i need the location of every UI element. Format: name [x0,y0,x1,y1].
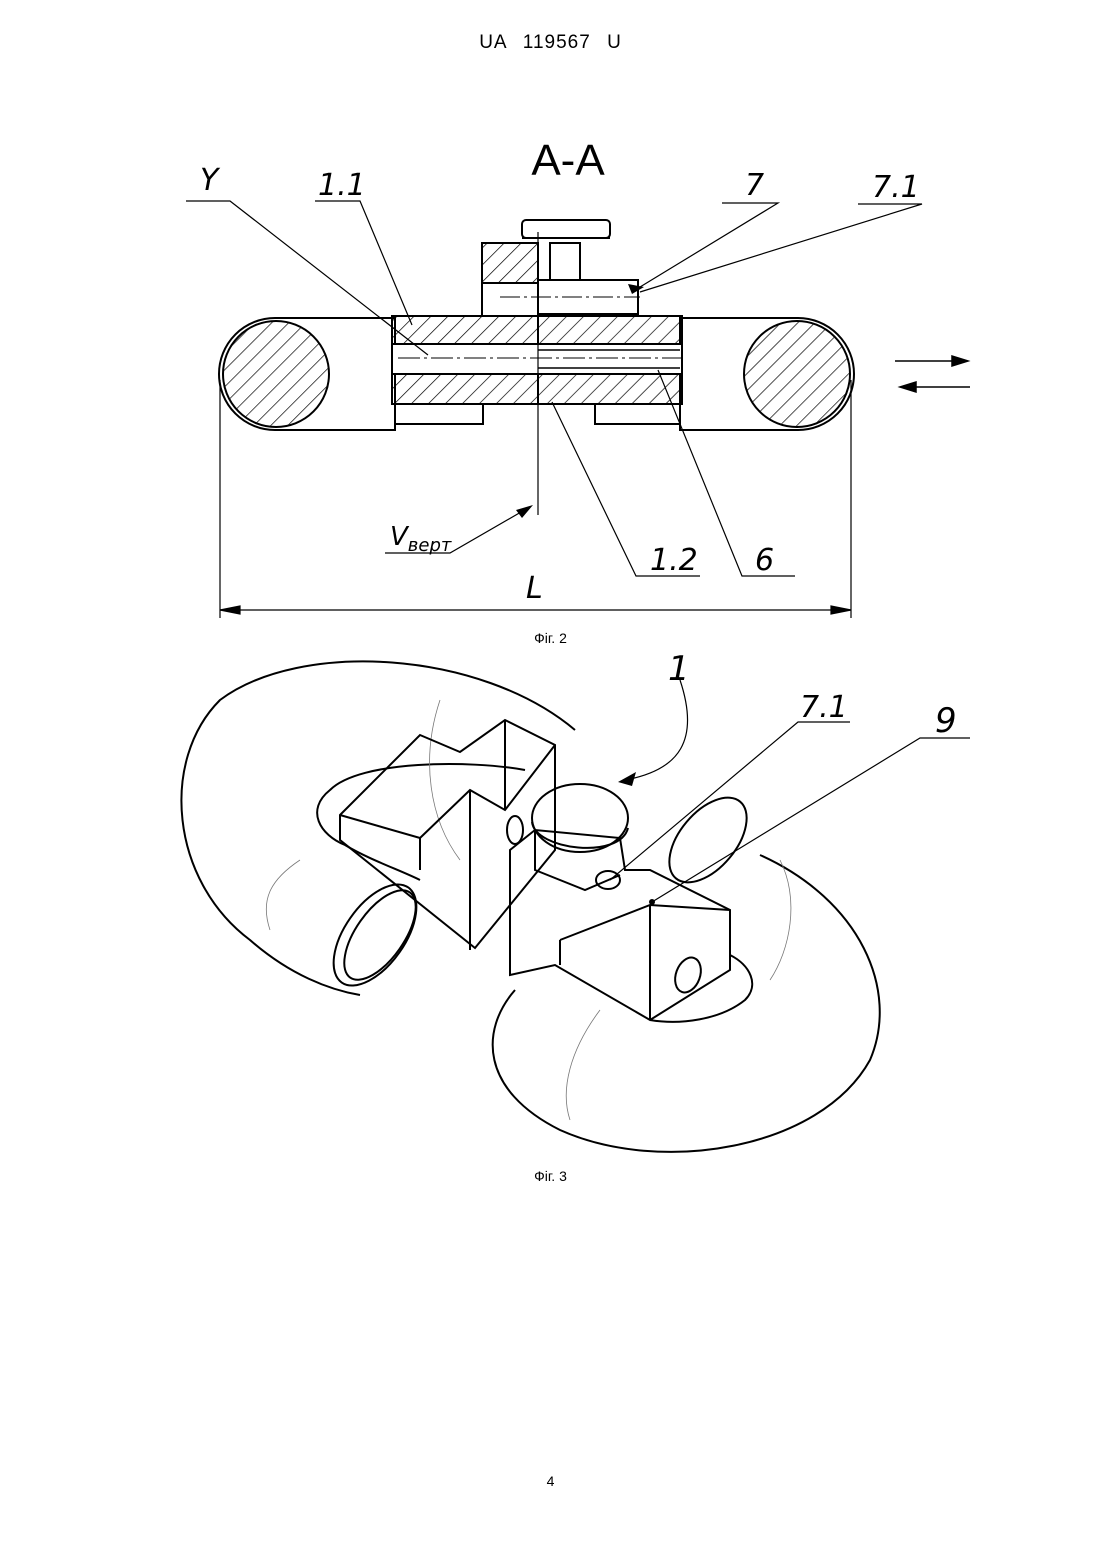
left-tube-end [317,870,433,999]
hole-left-block [507,816,523,844]
screw-shank [550,243,580,280]
body-foot-left [395,404,483,424]
label-1-1-fig2: 1.1 [318,168,366,203]
label-9: 9 [935,701,957,741]
patent-number-header: UA 119567 U [0,32,1101,54]
body-foot-right [595,404,680,424]
body-upper-left [392,316,538,344]
label-7: 7 [745,168,764,203]
body-lower-left [392,374,538,404]
screw-head [522,220,610,238]
body-upper-right [538,316,682,344]
section-title: A-A [531,136,605,185]
body-lower-right [538,374,682,404]
label-6: 6 [755,543,774,578]
right-ring-section [744,321,850,427]
clamp-block-lower [482,283,538,316]
left-ring-section [223,321,329,427]
left-tube-outer [181,661,575,995]
label-v-vert: Vверт [390,522,452,556]
knob-top [532,784,628,852]
label-7-1-fig2: 7.1 [872,170,920,205]
label-1: 1 [668,649,690,689]
fig3-leader-lines [610,680,970,902]
right-block [510,830,730,1020]
label-7-1-fig3: 7.1 [800,690,848,725]
left-tube-inner [317,764,525,880]
clamp-block [482,243,538,283]
page-number: 4 [0,1473,1101,1489]
dimension-l-label: L [526,571,543,606]
right-tube-outer [493,855,880,1152]
label-y: Y [200,163,221,198]
body-bore [392,344,682,374]
motion-arrows [895,356,970,392]
figure-3-caption: Фіг. 3 [0,1168,1101,1184]
figure-2-section-drawing: A-A L [0,120,1101,630]
figure-3-isometric-drawing: 1 7.1 9 [0,640,1101,1160]
label-1-2: 1.2 [650,543,698,578]
